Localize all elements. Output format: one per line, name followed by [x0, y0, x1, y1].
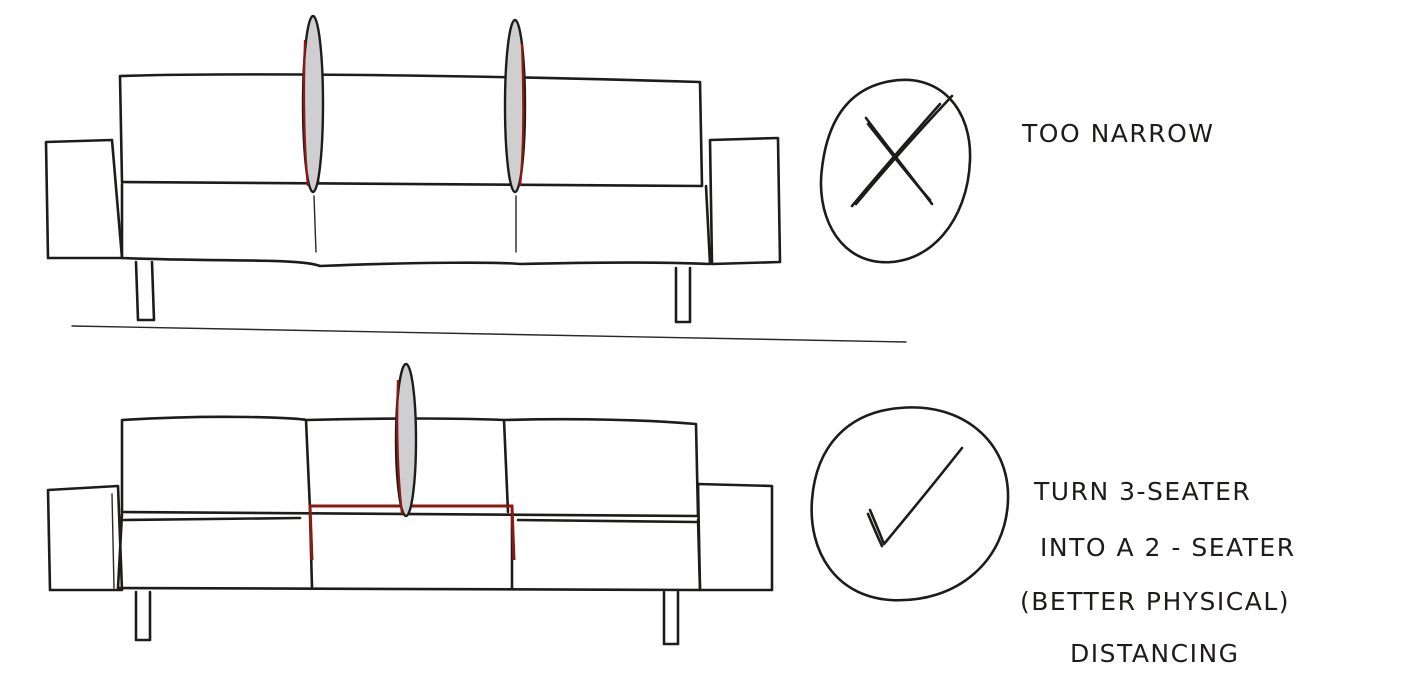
top-sofa-right-arm — [708, 136, 782, 266]
floor-divider-line — [71, 325, 907, 343]
bottom-sofa-left-arm — [46, 484, 124, 592]
top-sofa-left-arm — [44, 138, 124, 260]
bottom-sofa-right-arm — [696, 482, 774, 592]
check-mark-icon — [810, 406, 1010, 602]
top-sofa-seat — [120, 182, 712, 268]
top-sofa-leg-right — [674, 266, 692, 324]
bottom-sofa-leg-left — [134, 590, 152, 642]
top-verdict-label: TOO NARROW — [1022, 119, 1215, 148]
x-mark-icon — [819, 78, 972, 264]
bottom-sofa-divider — [394, 362, 418, 518]
bottom-sofa — [46, 362, 774, 646]
top-sofa-divider-1 — [301, 14, 325, 194]
bottom-sofa-leg-right — [662, 590, 680, 646]
top-sofa-backrest — [118, 73, 704, 188]
top-sofa-divider-2 — [503, 18, 527, 194]
top-sofa — [44, 14, 782, 324]
bottom-verdict-label-line-2: INTO A 2 - SEATER — [1040, 533, 1296, 562]
bottom-verdict-label-line-4: DISTANCING — [1070, 639, 1240, 668]
bottom-verdict-label-line-3: (BETTER PHYSICAL) — [1020, 587, 1291, 616]
bottom-sofa-backrest — [120, 415, 700, 518]
bottom-verdict-label-line-1: TURN 3-SEATER — [1034, 477, 1252, 506]
top-sofa-leg-left — [134, 260, 156, 322]
bottom-sofa-seat — [116, 512, 702, 592]
